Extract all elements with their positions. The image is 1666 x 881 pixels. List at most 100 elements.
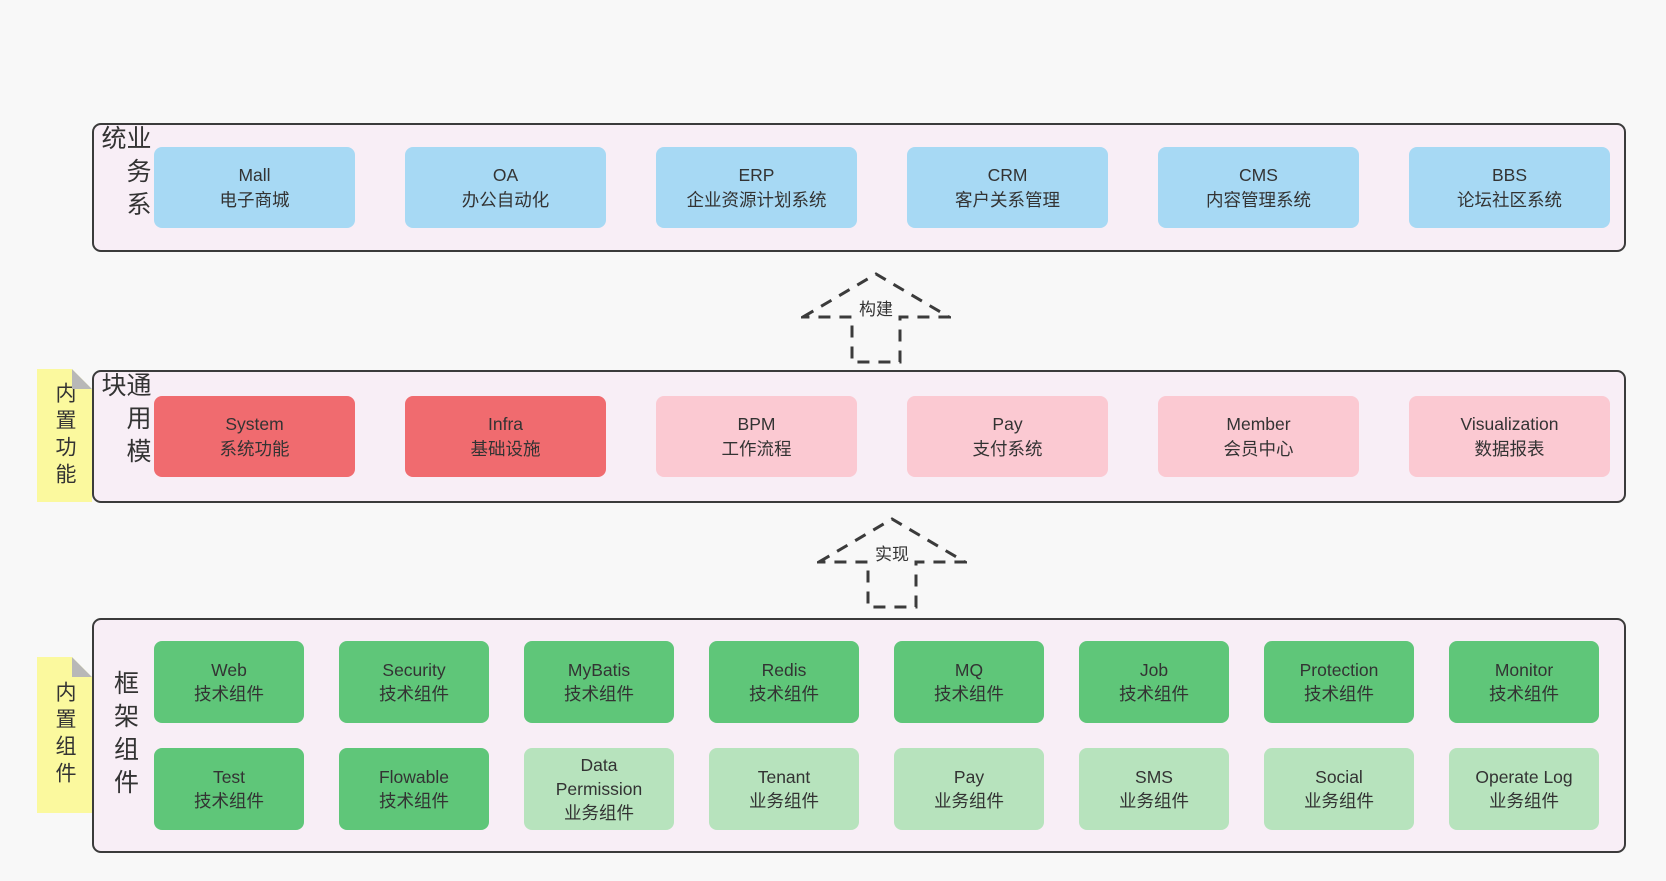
box-monitor: Monitor 技术组件	[1449, 641, 1599, 723]
box-web: Web 技术组件	[154, 641, 304, 723]
box-system: System 系统功能	[154, 396, 355, 477]
box-name: Security	[382, 659, 446, 680]
box-desc: 论坛社区系统	[1457, 189, 1562, 210]
box-desc: 技术组件	[1489, 684, 1559, 704]
box-desc: 技术组件	[194, 791, 264, 811]
box-test: Test 技术组件	[154, 748, 304, 830]
box-mybatis: MyBatis 技术组件	[524, 641, 674, 723]
layer-side-label-text: 业务系统	[98, 125, 151, 224]
box-name: BPM	[737, 414, 776, 435]
box-name: Operate Log	[1475, 766, 1573, 787]
box-visualization: Visualization 数据报表	[1409, 396, 1610, 477]
box-desc: 技术组件	[749, 684, 819, 704]
box-name: Member	[1226, 414, 1291, 435]
box-name: Data Permission	[555, 754, 643, 799]
box-desc: 技术组件	[1304, 684, 1374, 704]
box-desc: 电子商城	[219, 189, 290, 210]
box-pay-module: Pay 支付系统	[907, 396, 1108, 477]
sticky-note-label: 内置组件	[53, 681, 76, 789]
layer-business-systems: 业务系统 Mall 电子商城 OA 办公自动化 ERP 企业资源计划系统 CRM…	[92, 123, 1626, 252]
sticky-note-label: 内置功能	[53, 381, 76, 490]
box-data-permission: Data Permission 业务组件	[524, 748, 674, 830]
layer-side-label: 业务系统	[94, 125, 154, 250]
layer-side-label: 框架组件	[94, 620, 154, 851]
box-sms: SMS 业务组件	[1079, 748, 1229, 830]
box-name: Test	[212, 766, 246, 787]
box-name: Social	[1315, 766, 1363, 787]
up-arrow-icon	[801, 272, 951, 364]
box-desc: 办公自动化	[461, 189, 550, 210]
box-crm: CRM 客户关系管理	[907, 147, 1108, 228]
box-name: System	[225, 414, 284, 435]
box-flowable: Flowable 技术组件	[339, 748, 489, 830]
box-operate-log: Operate Log 业务组件	[1449, 748, 1599, 830]
box-infra: Infra 基础设施	[405, 396, 606, 477]
box-desc: 技术组件	[379, 791, 449, 811]
box-desc: 业务组件	[564, 803, 634, 824]
box-desc: 工作流程	[721, 438, 792, 459]
box-member: Member 会员中心	[1158, 396, 1359, 477]
box-cms: CMS 内容管理系统	[1158, 147, 1359, 228]
box-name: Job	[1139, 659, 1169, 680]
box-redis: Redis 技术组件	[709, 641, 859, 723]
box-name: BBS	[1491, 165, 1528, 186]
box-desc: 业务组件	[934, 791, 1004, 811]
box-name: Mall	[238, 165, 271, 186]
box-desc: 技术组件	[194, 684, 264, 704]
box-desc: 客户关系管理	[955, 189, 1060, 210]
box-name: Tenant	[757, 766, 811, 787]
box-desc: 业务组件	[1304, 791, 1374, 811]
implement-arrow: 实现	[817, 516, 967, 610]
box-desc: 技术组件	[934, 684, 1004, 704]
box-desc: 业务组件	[1489, 791, 1559, 811]
box-social: Social 业务组件	[1264, 748, 1414, 830]
build-arrow-label: 构建	[856, 294, 896, 321]
box-desc: 支付系统	[972, 438, 1043, 459]
layer-framework-components: 框架组件 Web 技术组件 Security 技术组件 MyBatis 技术组件…	[92, 618, 1626, 853]
box-desc: 技术组件	[1119, 684, 1189, 704]
box-erp: ERP 企业资源计划系统	[656, 147, 857, 228]
box-desc: 数据报表	[1474, 438, 1545, 459]
common-modules-row: System 系统功能 Infra 基础设施 BPM 工作流程 Pay 支付系统…	[154, 372, 1624, 501]
box-desc: 技术组件	[379, 684, 449, 704]
box-desc: 业务组件	[1119, 791, 1189, 811]
box-desc: 基础设施	[470, 438, 541, 459]
box-pay-component: Pay 业务组件	[894, 748, 1044, 830]
box-desc: 系统功能	[219, 438, 290, 459]
box-bbs: BBS 论坛社区系统	[1409, 147, 1610, 228]
box-name: Pay	[953, 766, 985, 787]
box-name: Flowable	[378, 766, 450, 787]
box-name: Redis	[761, 659, 807, 680]
box-desc: 技术组件	[564, 684, 634, 704]
box-name: OA	[492, 165, 519, 186]
box-name: Web	[211, 659, 247, 680]
box-name: SMS	[1135, 766, 1173, 787]
layer-side-label: 通用模块	[94, 372, 154, 501]
layer-side-label-text: 通用模块	[98, 372, 151, 471]
box-mall: Mall 电子商城	[154, 147, 355, 228]
box-mq: MQ 技术组件	[894, 641, 1044, 723]
framework-components-grid: Web 技术组件 Security 技术组件 MyBatis 技术组件 Redi…	[154, 620, 1624, 851]
business-systems-row: Mall 电子商城 OA 办公自动化 ERP 企业资源计划系统 CRM 客户关系…	[154, 125, 1624, 250]
box-name: CMS	[1239, 165, 1278, 186]
sticky-note-built-in-components: 内置组件	[37, 657, 92, 813]
layer-side-label-text: 框架组件	[110, 669, 139, 802]
box-desc: 企业资源计划系统	[686, 189, 827, 210]
implement-arrow-label: 实现	[872, 539, 912, 566]
box-name: ERP	[738, 165, 775, 186]
sticky-note-built-in-features: 内置功能	[37, 369, 92, 502]
layer-common-modules: 通用模块 System 系统功能 Infra 基础设施 BPM 工作流程 Pay…	[92, 370, 1626, 503]
box-oa: OA 办公自动化	[405, 147, 606, 228]
box-desc: 会员中心	[1223, 438, 1294, 459]
box-name: Pay	[992, 414, 1023, 435]
framework-components-row-2: Test 技术组件 Flowable 技术组件 Data Permission …	[154, 748, 1599, 830]
framework-components-row-1: Web 技术组件 Security 技术组件 MyBatis 技术组件 Redi…	[154, 641, 1599, 723]
box-name: Protection	[1299, 659, 1379, 680]
box-tenant: Tenant 业务组件	[709, 748, 859, 830]
box-desc: 业务组件	[749, 791, 819, 811]
box-name: CRM	[987, 165, 1028, 186]
box-name: MyBatis	[567, 659, 631, 680]
box-name: MQ	[954, 659, 984, 680]
box-name: Infra	[487, 414, 524, 435]
